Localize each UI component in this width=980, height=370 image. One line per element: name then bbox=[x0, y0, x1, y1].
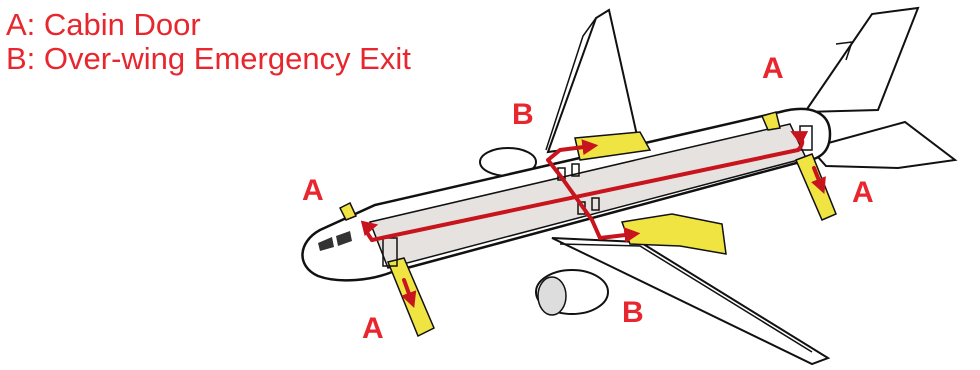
legend-overwing-exit: B: Over-wing Emergency Exit bbox=[6, 42, 411, 76]
label-a-front-left: A bbox=[302, 176, 324, 206]
legend-cabin-door: A: Cabin Door bbox=[6, 8, 201, 42]
label-b-upper-wing: B bbox=[512, 100, 534, 130]
label-b-lower-wing: B bbox=[622, 298, 644, 328]
label-a-rear-right: A bbox=[852, 178, 874, 208]
tail-fin bbox=[805, 8, 918, 112]
upper-wing bbox=[548, 10, 638, 152]
front-left-door-flap bbox=[340, 203, 356, 220]
label-a-rear-upper: A bbox=[762, 54, 784, 84]
label-a-front-lower: A bbox=[362, 314, 384, 344]
lower-engine-intake bbox=[538, 277, 566, 315]
horizontal-stabilizer bbox=[810, 122, 955, 168]
